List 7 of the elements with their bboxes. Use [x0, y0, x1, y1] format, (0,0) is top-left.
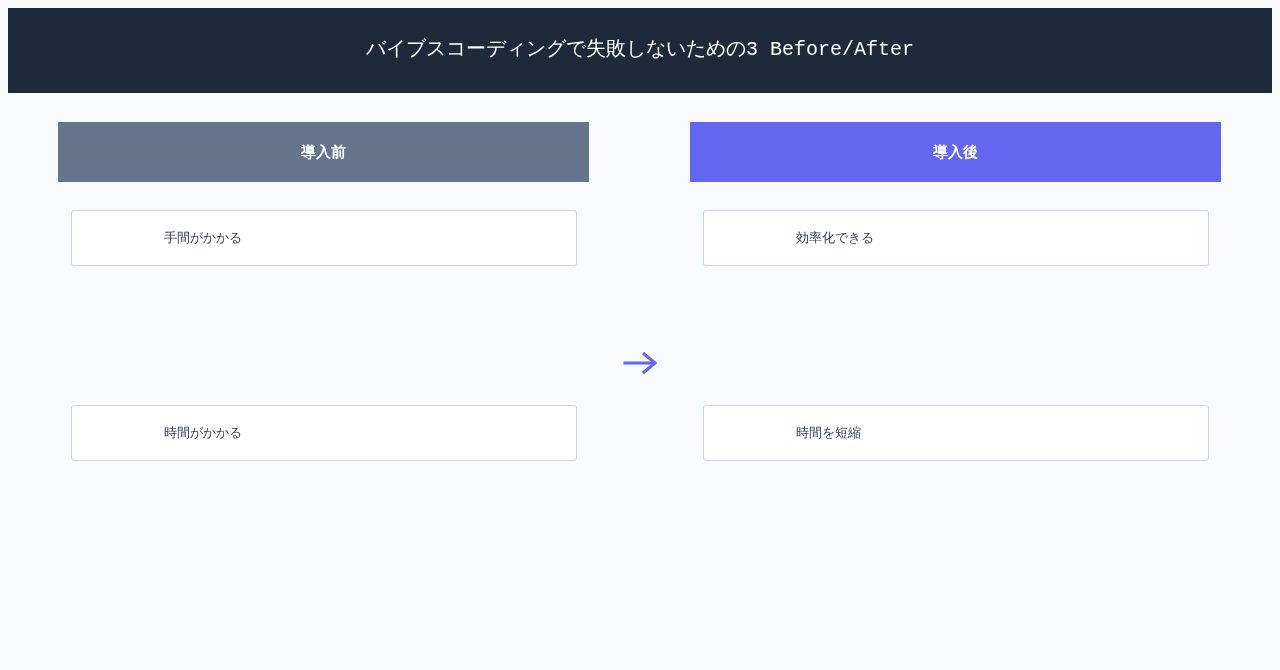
text-card: 手間がかかる: [71, 210, 577, 266]
text-card: 時間を短縮: [703, 405, 1209, 461]
column-header: 導入後: [690, 122, 1221, 182]
text-card: 時間がかかる: [71, 405, 577, 461]
title: バイブスコーディングで失敗しないための3 Before/After: [365, 37, 915, 63]
column-header: 導入前: [58, 122, 589, 182]
text-card: 効率化できる: [703, 210, 1209, 266]
